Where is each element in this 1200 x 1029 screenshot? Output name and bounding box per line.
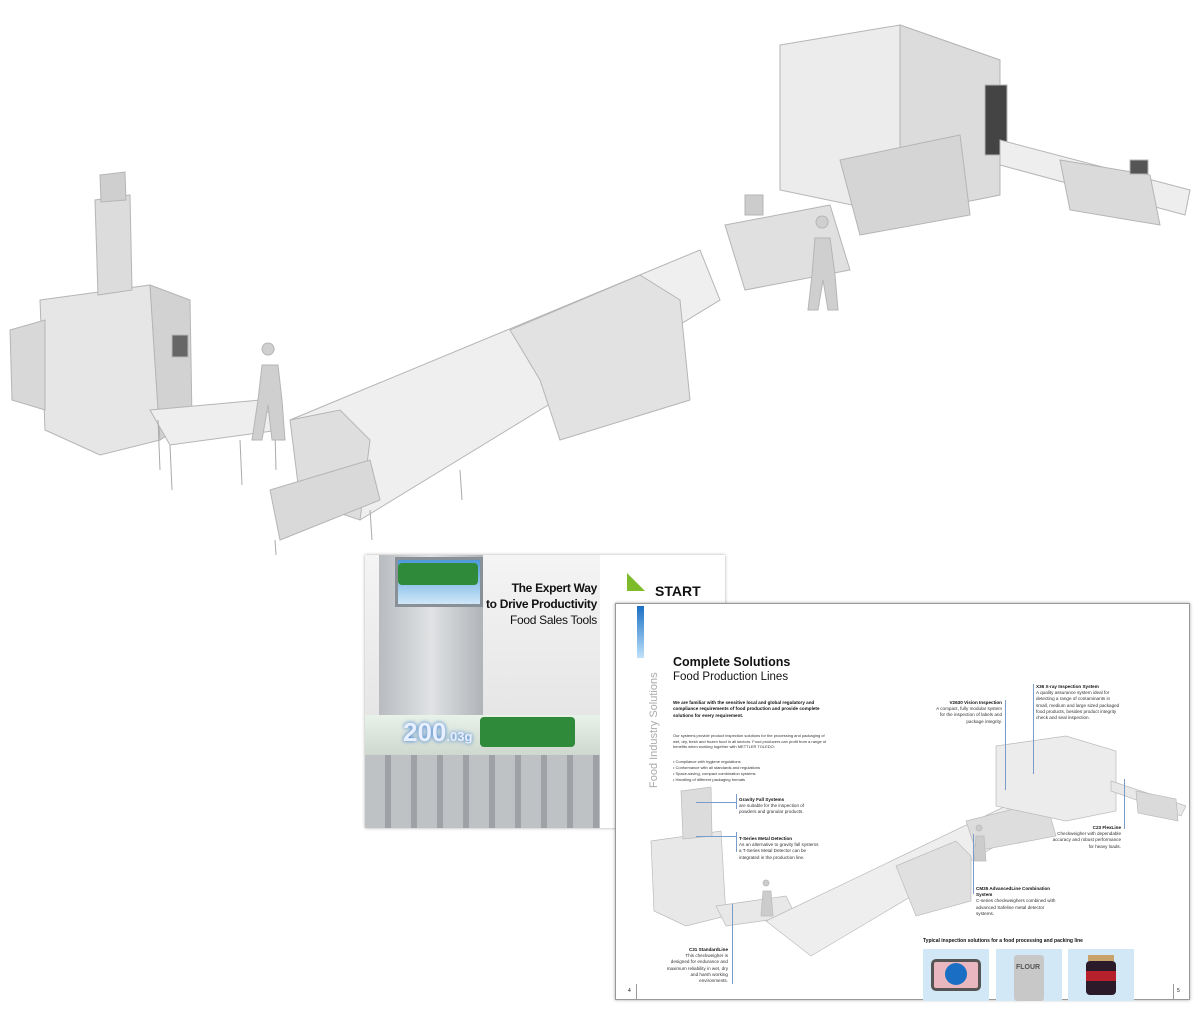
operator-figure (251, 342, 286, 441)
thumb-jar (1068, 949, 1134, 1001)
cover-title-1: The Expert Way (511, 581, 598, 595)
spread-title: Complete Solutions (673, 655, 791, 669)
bullet: • Space-saving, compact combination syst… (673, 771, 756, 776)
operator-figure (807, 215, 839, 311)
page-number-left: 4 (628, 988, 631, 994)
typical-heading: Typical inspection solutions for a food … (923, 938, 1083, 944)
cover-subtitle: Food Sales Tools (509, 613, 597, 627)
blue-accent-bar (637, 606, 644, 658)
cover-photo: 200.03g (365, 555, 600, 828)
cover-title-2: to Drive Productivity (485, 597, 597, 611)
production-line-render (9, 24, 1191, 556)
mini-production-line (650, 735, 1186, 957)
body-text: Our systems provide product inspection s… (673, 733, 827, 749)
brochure-spread: Food Industry Solutions Complete Solutio… (615, 603, 1190, 1001)
weight-decimals: .03g (446, 729, 473, 744)
thumb-flour-bag: FLOUR (996, 949, 1062, 1001)
filling-machine (39, 284, 161, 456)
start-label: START (655, 583, 701, 599)
bullet: • Conformance with all standards and reg… (673, 765, 761, 770)
spread-subtitle: Food Production Lines (673, 671, 789, 683)
intro-text: We are familiar with the sensitive local… (673, 700, 820, 718)
bullet: • Handling of different packaging format… (673, 777, 746, 782)
page-number-right: 5 (1177, 988, 1180, 994)
bullet: • Compliance with hygiene regulations (673, 759, 741, 764)
weight-display: 200 (403, 717, 447, 747)
thumb-meat-tray (923, 949, 989, 1001)
start-triangle (627, 573, 645, 591)
flour-label: FLOUR (1016, 964, 1041, 971)
